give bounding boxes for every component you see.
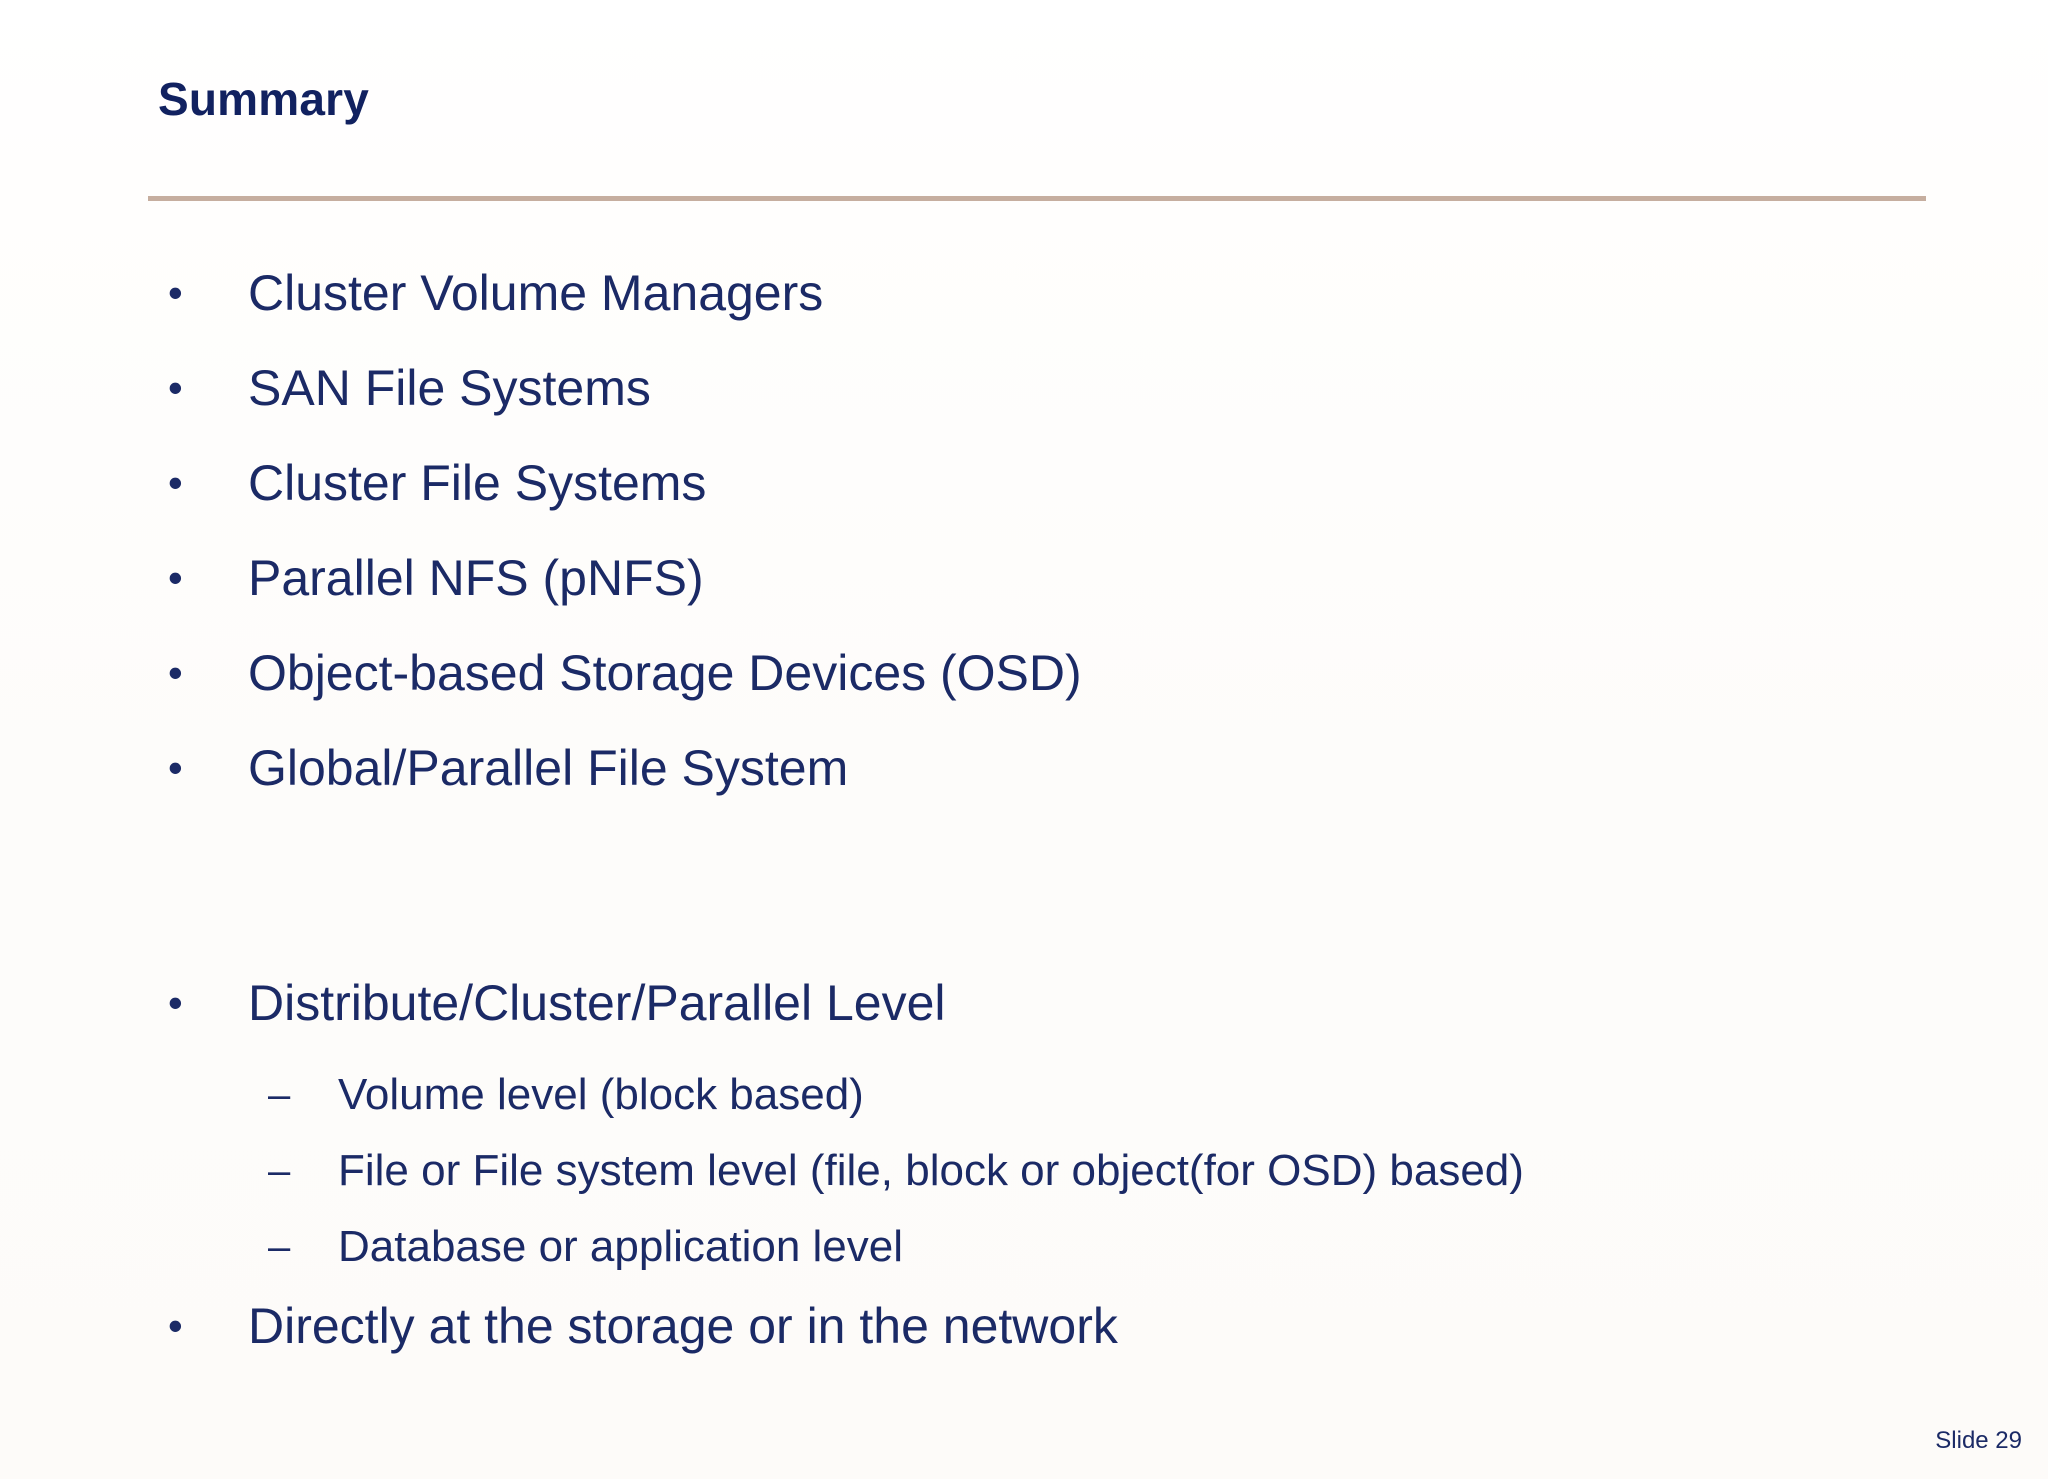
list-item-label: Cluster Volume Managers xyxy=(248,265,824,321)
list-item-label: Distribute/Cluster/Parallel Level xyxy=(248,975,946,1031)
summary-bullet-list: • Cluster Volume Managers • SAN File Sys… xyxy=(0,262,2048,1390)
bullet-dot-icon: • xyxy=(168,649,183,696)
sub-list-item-label: Volume level (block based) xyxy=(338,1070,864,1119)
list-item-label: Parallel NFS (pNFS) xyxy=(248,550,704,606)
list-item: • Parallel NFS (pNFS) xyxy=(0,547,2048,642)
dash-bullet-icon: – xyxy=(268,1149,291,1193)
sub-list-item: – File or File system level (file, block… xyxy=(0,1143,2048,1219)
bullet-dot-icon: • xyxy=(168,459,183,506)
list-item-label: SAN File Systems xyxy=(248,360,651,416)
bullet-dot-icon: • xyxy=(168,744,183,791)
list-item: • Cluster File Systems xyxy=(0,452,2048,547)
list-item: • Distribute/Cluster/Parallel Level xyxy=(0,972,2048,1067)
sub-list-item-label: File or File system level (file, block o… xyxy=(338,1146,1524,1195)
page-title: Summary xyxy=(158,73,370,125)
list-item-label: Cluster File Systems xyxy=(248,455,707,511)
bullet-dot-icon: • xyxy=(168,269,183,316)
list-item-label: Object-based Storage Devices (OSD) xyxy=(248,645,1082,701)
group-spacer xyxy=(0,832,2048,972)
list-item: • Global/Parallel File System xyxy=(0,737,2048,832)
list-item-label: Directly at the storage or in the networ… xyxy=(248,1298,1118,1354)
sub-list-item: – Database or application level xyxy=(0,1219,2048,1295)
title-divider-rule xyxy=(148,196,1926,201)
sub-list-item: – Volume level (block based) xyxy=(0,1067,2048,1143)
list-item: • Cluster Volume Managers xyxy=(0,262,2048,357)
dash-bullet-icon: – xyxy=(268,1225,291,1269)
bullet-dot-icon: • xyxy=(168,554,183,601)
list-item: • SAN File Systems xyxy=(0,357,2048,452)
list-item: • Object-based Storage Devices (OSD) xyxy=(0,642,2048,737)
slide-number-label: Slide 29 xyxy=(1935,1427,2022,1454)
sub-list-item-label: Database or application level xyxy=(338,1222,904,1271)
list-item-label: Global/Parallel File System xyxy=(248,740,849,796)
bullet-dot-icon: • xyxy=(168,364,183,411)
dash-bullet-icon: – xyxy=(268,1073,291,1117)
bullet-dot-icon: • xyxy=(168,1302,183,1349)
list-item: • Directly at the storage or in the netw… xyxy=(0,1295,2048,1390)
bullet-dot-icon: • xyxy=(168,979,183,1026)
